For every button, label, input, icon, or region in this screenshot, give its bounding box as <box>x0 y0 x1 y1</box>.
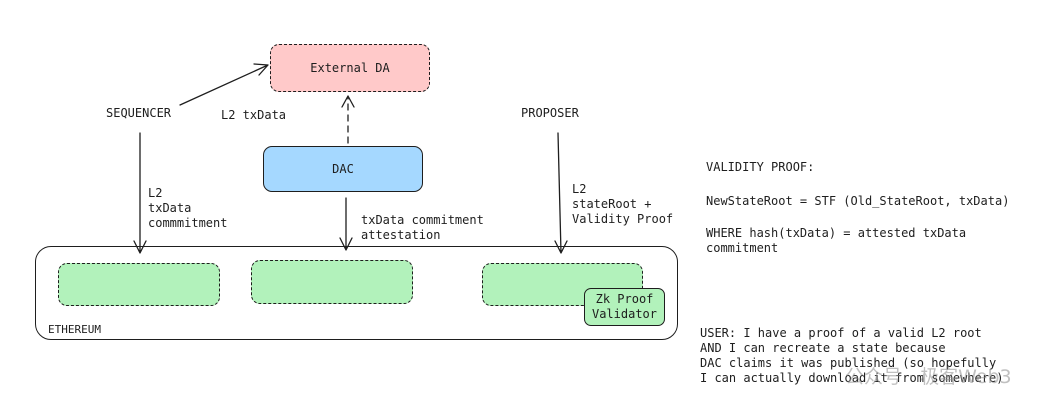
external-da-label: External DA <box>310 61 390 75</box>
sequencer-contract-box <box>58 263 220 306</box>
dac-down-arrow <box>339 197 353 251</box>
user-note: USER: I have a proof of a valid L2 root … <box>700 326 1004 385</box>
sequencer-down-arrow <box>133 132 147 254</box>
sequencer-to-external-da-arrow <box>179 63 269 106</box>
dac-contract-box <box>251 260 413 304</box>
dac-box: DAC <box>263 146 423 192</box>
l2-txdata-label: L2 txData <box>221 108 287 122</box>
proposer-label: PROPOSER <box>521 106 579 120</box>
proposer-down-arrow <box>554 132 568 254</box>
watermark: 公众号 · 极客Web3 <box>845 366 1012 388</box>
ethereum-label: ETHEREUM <box>48 323 101 336</box>
external-da-box: External DA <box>270 44 430 92</box>
sequencer-arrow-label: L2 txData commmitment <box>148 186 228 230</box>
dac-to-external-da-arrowhead <box>341 95 355 108</box>
zk-proof-validator-label: Zk Proof Validator <box>591 292 658 321</box>
validity-proof-condition: WHERE hash(txData) = attested txData com… <box>706 226 967 255</box>
sequencer-label: SEQUENCER <box>106 106 172 120</box>
validity-proof-title: VALIDITY PROOF: <box>706 160 815 174</box>
zk-proof-validator-box: Zk Proof Validator <box>584 288 665 326</box>
ethereum-container <box>35 246 678 340</box>
dac-label: DAC <box>332 162 354 176</box>
proposer-arrow-label: L2 stateRoot + Validity Proof <box>572 182 674 226</box>
validity-proof-formula: NewStateRoot = STF (Old_StateRoot, txDat… <box>706 194 1010 208</box>
dac-arrow-label: txData commitment attestation <box>361 213 484 242</box>
